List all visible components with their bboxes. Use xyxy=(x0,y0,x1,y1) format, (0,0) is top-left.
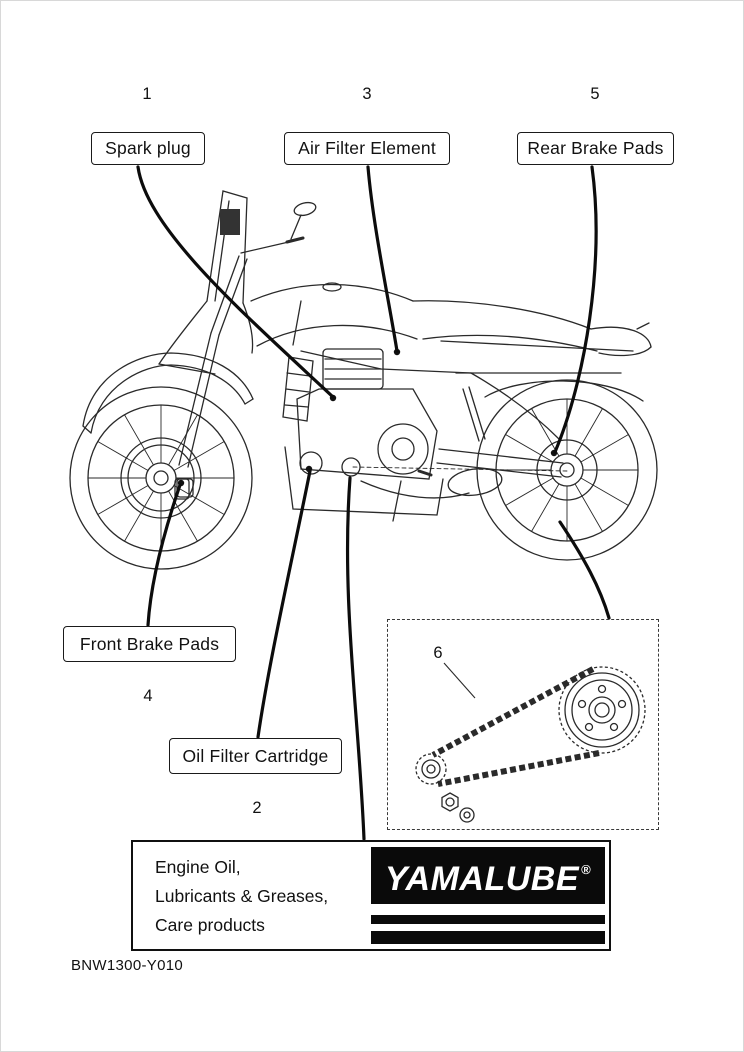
callout-label-rear-brake-pads: Rear Brake Pads xyxy=(527,138,664,158)
callout-box-oil-filter-cartridge: Oil Filter Cartridge xyxy=(169,738,342,774)
callout-number-3: 3 xyxy=(362,85,372,103)
callout-label-air-filter-element: Air Filter Element xyxy=(298,138,436,158)
motorcycle-illustration xyxy=(69,190,658,570)
leader-lines xyxy=(136,165,611,841)
leader-rear-brake-pads xyxy=(553,165,598,454)
chain-sprocket-illustration xyxy=(415,662,646,823)
logo-stripe-top xyxy=(371,904,605,915)
registered-trademark-symbol: ® xyxy=(581,862,592,877)
callout-number-1: 1 xyxy=(142,85,152,103)
yamalube-wordmark: YAMALUBE® xyxy=(371,860,605,899)
leader-air-filter xyxy=(366,165,399,353)
chain-inset-frame xyxy=(387,619,659,830)
callout-number-5: 5 xyxy=(590,85,600,103)
front-wheel-illustration xyxy=(69,386,253,570)
yamalube-brand-text: YAMALUBE xyxy=(384,860,580,898)
callout-box-front-brake-pads: Front Brake Pads xyxy=(63,626,236,662)
callout-number-4: 4 xyxy=(143,687,153,705)
leader-spark-plug xyxy=(136,165,335,399)
yamalube-logo: YAMALUBE® xyxy=(371,847,605,944)
consumables-line-2: Lubricants & Greases, xyxy=(155,886,329,906)
consumables-box: Engine Oil, Lubricants & Greases, Care p… xyxy=(131,840,611,951)
callout-box-spark-plug: Spark plug xyxy=(91,132,205,165)
callout-label-oil-filter-cartridge: Oil Filter Cartridge xyxy=(182,745,329,766)
callout-number-2: 2 xyxy=(252,799,262,817)
consumables-line-3: Care products xyxy=(155,915,265,935)
callout-label-front-brake-pads: Front Brake Pads xyxy=(79,633,220,654)
drawing-number: BNW1300-Y010 xyxy=(71,957,183,974)
logo-stripe-bottom xyxy=(371,924,605,931)
callout-box-air-filter-element: Air Filter Element xyxy=(284,132,450,165)
consumables-text: Engine Oil, Lubricants & Greases, Care p… xyxy=(155,853,328,940)
leader-chain-inset xyxy=(558,520,611,620)
callout-label-spark-plug: Spark plug xyxy=(105,138,191,158)
callout-number-6: 6 xyxy=(433,644,443,662)
leader-oil-filter xyxy=(256,469,312,739)
callout-box-rear-brake-pads: Rear Brake Pads xyxy=(517,132,674,165)
consumables-line-1: Engine Oil, xyxy=(155,857,241,877)
leader-yamalube-box xyxy=(345,476,366,841)
leader-front-brake-pads xyxy=(146,483,182,627)
